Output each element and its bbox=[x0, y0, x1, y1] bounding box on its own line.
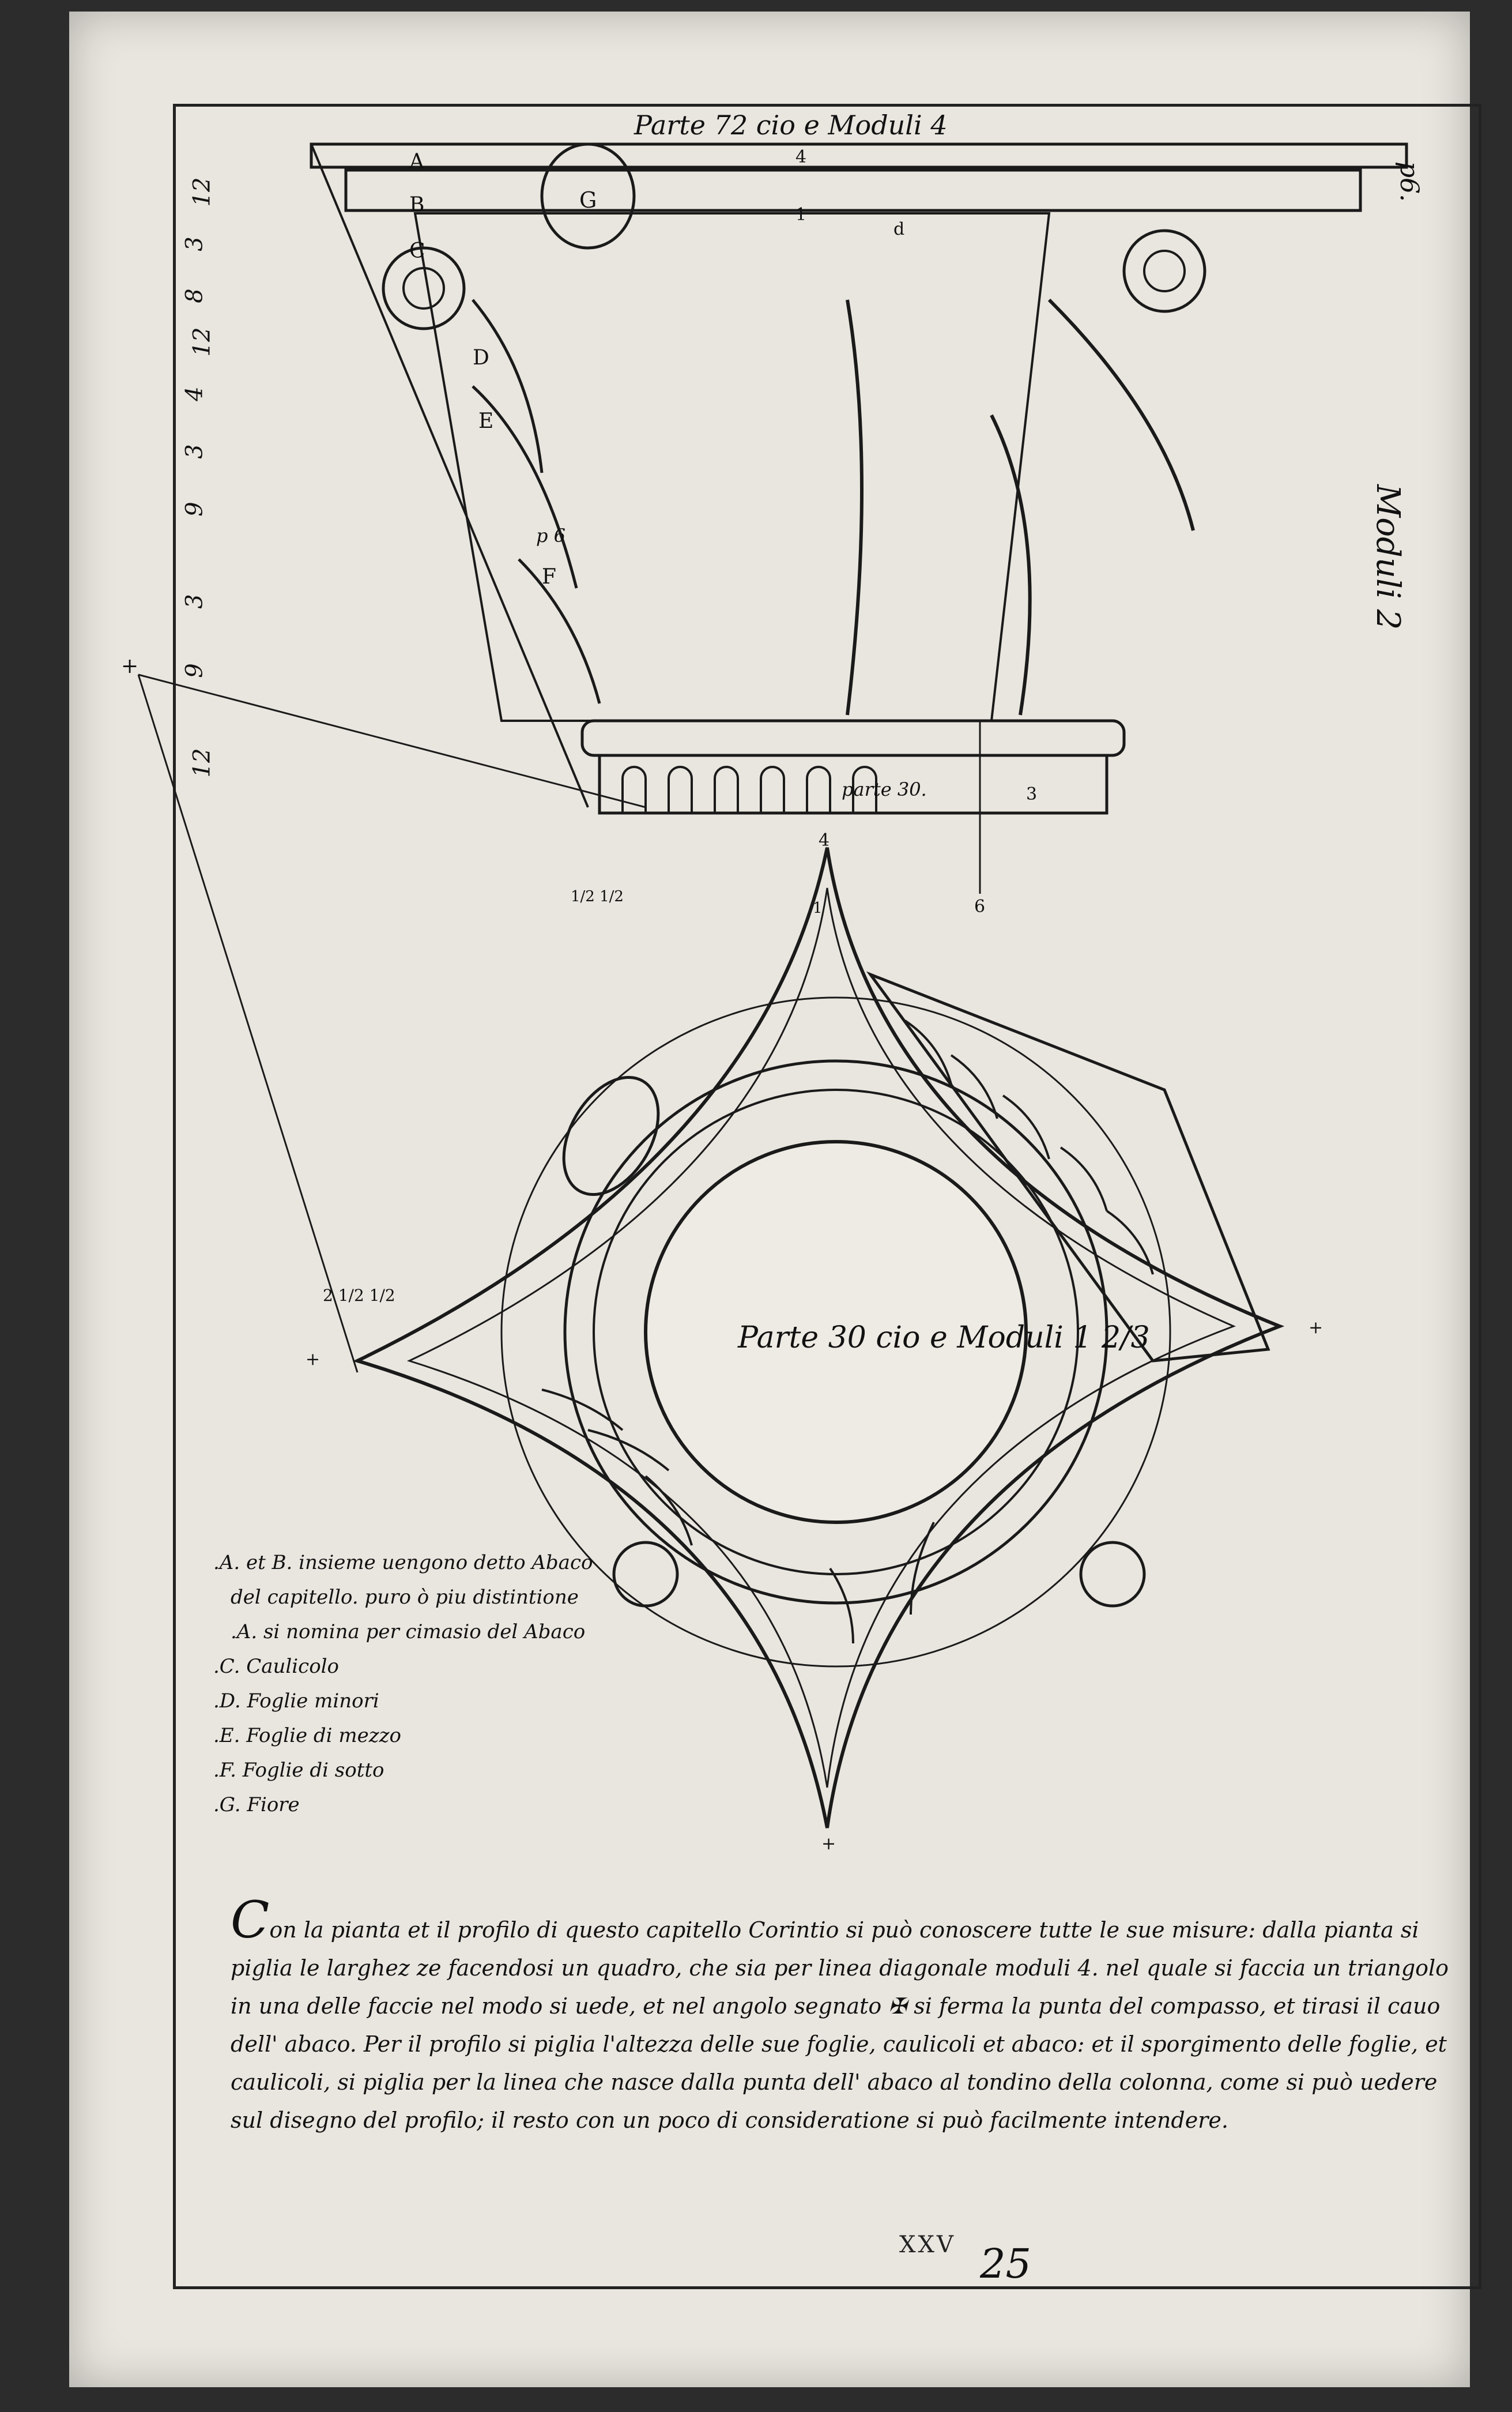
acanthus-right bbox=[990, 414, 1032, 716]
legend-line: .A. et B. insieme uengono detto Abaco bbox=[213, 1551, 593, 1574]
mark-4: 4 bbox=[795, 147, 807, 167]
legend-line: .C. Caulicolo bbox=[213, 1655, 340, 1678]
plan-label: Parte 30 cio e Moduli 1 2/3 bbox=[738, 1320, 1150, 1355]
mark-6: 6 bbox=[974, 897, 986, 917]
volute-left bbox=[382, 246, 466, 330]
plan-mark-1: 1 bbox=[813, 900, 823, 917]
caption-paragraph: Con la pianta et il profilo di questo ca… bbox=[231, 1895, 1476, 2139]
mark-1: 1 bbox=[795, 205, 807, 225]
capital-plan bbox=[352, 847, 1285, 1828]
right-mark: p6. bbox=[1394, 161, 1424, 202]
letter-e: E bbox=[478, 409, 494, 433]
abacus-top bbox=[310, 142, 1408, 169]
scale-number: 3 bbox=[181, 444, 208, 459]
scale-number: 9 bbox=[181, 502, 208, 517]
compass-arc bbox=[500, 996, 1171, 1668]
scale-number: 3 bbox=[181, 236, 208, 251]
legend-line: .G. Fiore bbox=[213, 1793, 300, 1816]
legend-line: .F. Foglie di sotto bbox=[213, 1759, 384, 1782]
plan-cross-right: + bbox=[1309, 1318, 1324, 1338]
plan-cross-bottom: + bbox=[821, 1834, 836, 1854]
leaf-quadrant bbox=[866, 971, 1270, 1363]
paper-sheet: Parte 72 cio e Moduli 4 Moduli 2 p6. 1 2 … bbox=[69, 12, 1481, 2387]
flower-plan bbox=[562, 1076, 660, 1196]
letter-f: F bbox=[542, 565, 556, 589]
moduli-label: Moduli 2 bbox=[1369, 484, 1407, 630]
page-number: 25 bbox=[980, 2240, 1032, 2287]
abacus-lower bbox=[344, 168, 1362, 212]
leaf-d bbox=[472, 299, 544, 473]
flower-g bbox=[540, 142, 636, 250]
scale-number: 4 bbox=[181, 386, 208, 401]
top-scale-label: Parte 72 cio e Moduli 4 bbox=[634, 110, 948, 141]
legend-line: .A. si nomina per cimasio del Abaco bbox=[231, 1620, 586, 1643]
letter-g: G bbox=[579, 187, 597, 213]
plate-number-roman: XXV bbox=[899, 2232, 956, 2258]
scale-number: 9 bbox=[181, 663, 208, 678]
plan-mark-4: 4 bbox=[819, 830, 830, 851]
abacus-plan bbox=[352, 847, 1285, 1828]
caption-initial: C bbox=[231, 1890, 270, 1950]
legend-line: .E. Foglie di mezzo bbox=[213, 1724, 401, 1747]
volute-right bbox=[1122, 229, 1206, 313]
leaf-e bbox=[472, 385, 578, 589]
letter-c: C bbox=[409, 239, 425, 263]
legend-line: del capitello. puro ò piu distintione bbox=[231, 1586, 579, 1609]
legend: .A. et B. insieme uengono detto Abaco de… bbox=[213, 1545, 617, 1822]
scale-number: 8 bbox=[181, 288, 208, 303]
leaf-f bbox=[518, 558, 601, 704]
engraving bbox=[137, 142, 1408, 1828]
scale-number: 12 bbox=[188, 748, 216, 778]
scale-number: 12 bbox=[188, 177, 216, 207]
plate-border bbox=[173, 104, 1481, 2289]
astragal bbox=[580, 719, 1126, 757]
acanthus-left bbox=[846, 299, 864, 716]
projection-line bbox=[310, 144, 589, 808]
capital-profile bbox=[137, 142, 1408, 1373]
mark-d: d bbox=[893, 219, 905, 239]
legend-line: .D. Foglie minori bbox=[213, 1689, 379, 1713]
column-shaft-plan bbox=[644, 1140, 1028, 1524]
letter-d: D bbox=[473, 346, 489, 370]
base-label: parte 30. bbox=[842, 778, 927, 800]
scale-number: 12 bbox=[188, 327, 216, 357]
mark-3: 3 bbox=[1026, 784, 1038, 804]
plan-cross-left: + bbox=[306, 1349, 321, 1369]
letter-b: B bbox=[409, 193, 425, 217]
bell bbox=[413, 212, 1051, 722]
caption-text: on la pianta et il profilo di questo cap… bbox=[231, 1917, 1449, 2133]
plan-mark-2half: 2 1/2 1/2 bbox=[323, 1286, 395, 1305]
compass-point-mark: + bbox=[121, 654, 139, 678]
letter-a: A bbox=[409, 150, 424, 174]
mark-p6: p 6 bbox=[536, 525, 566, 547]
plan-mark-half: 1/2 1/2 bbox=[571, 888, 624, 905]
scale-number: 3 bbox=[181, 594, 208, 609]
